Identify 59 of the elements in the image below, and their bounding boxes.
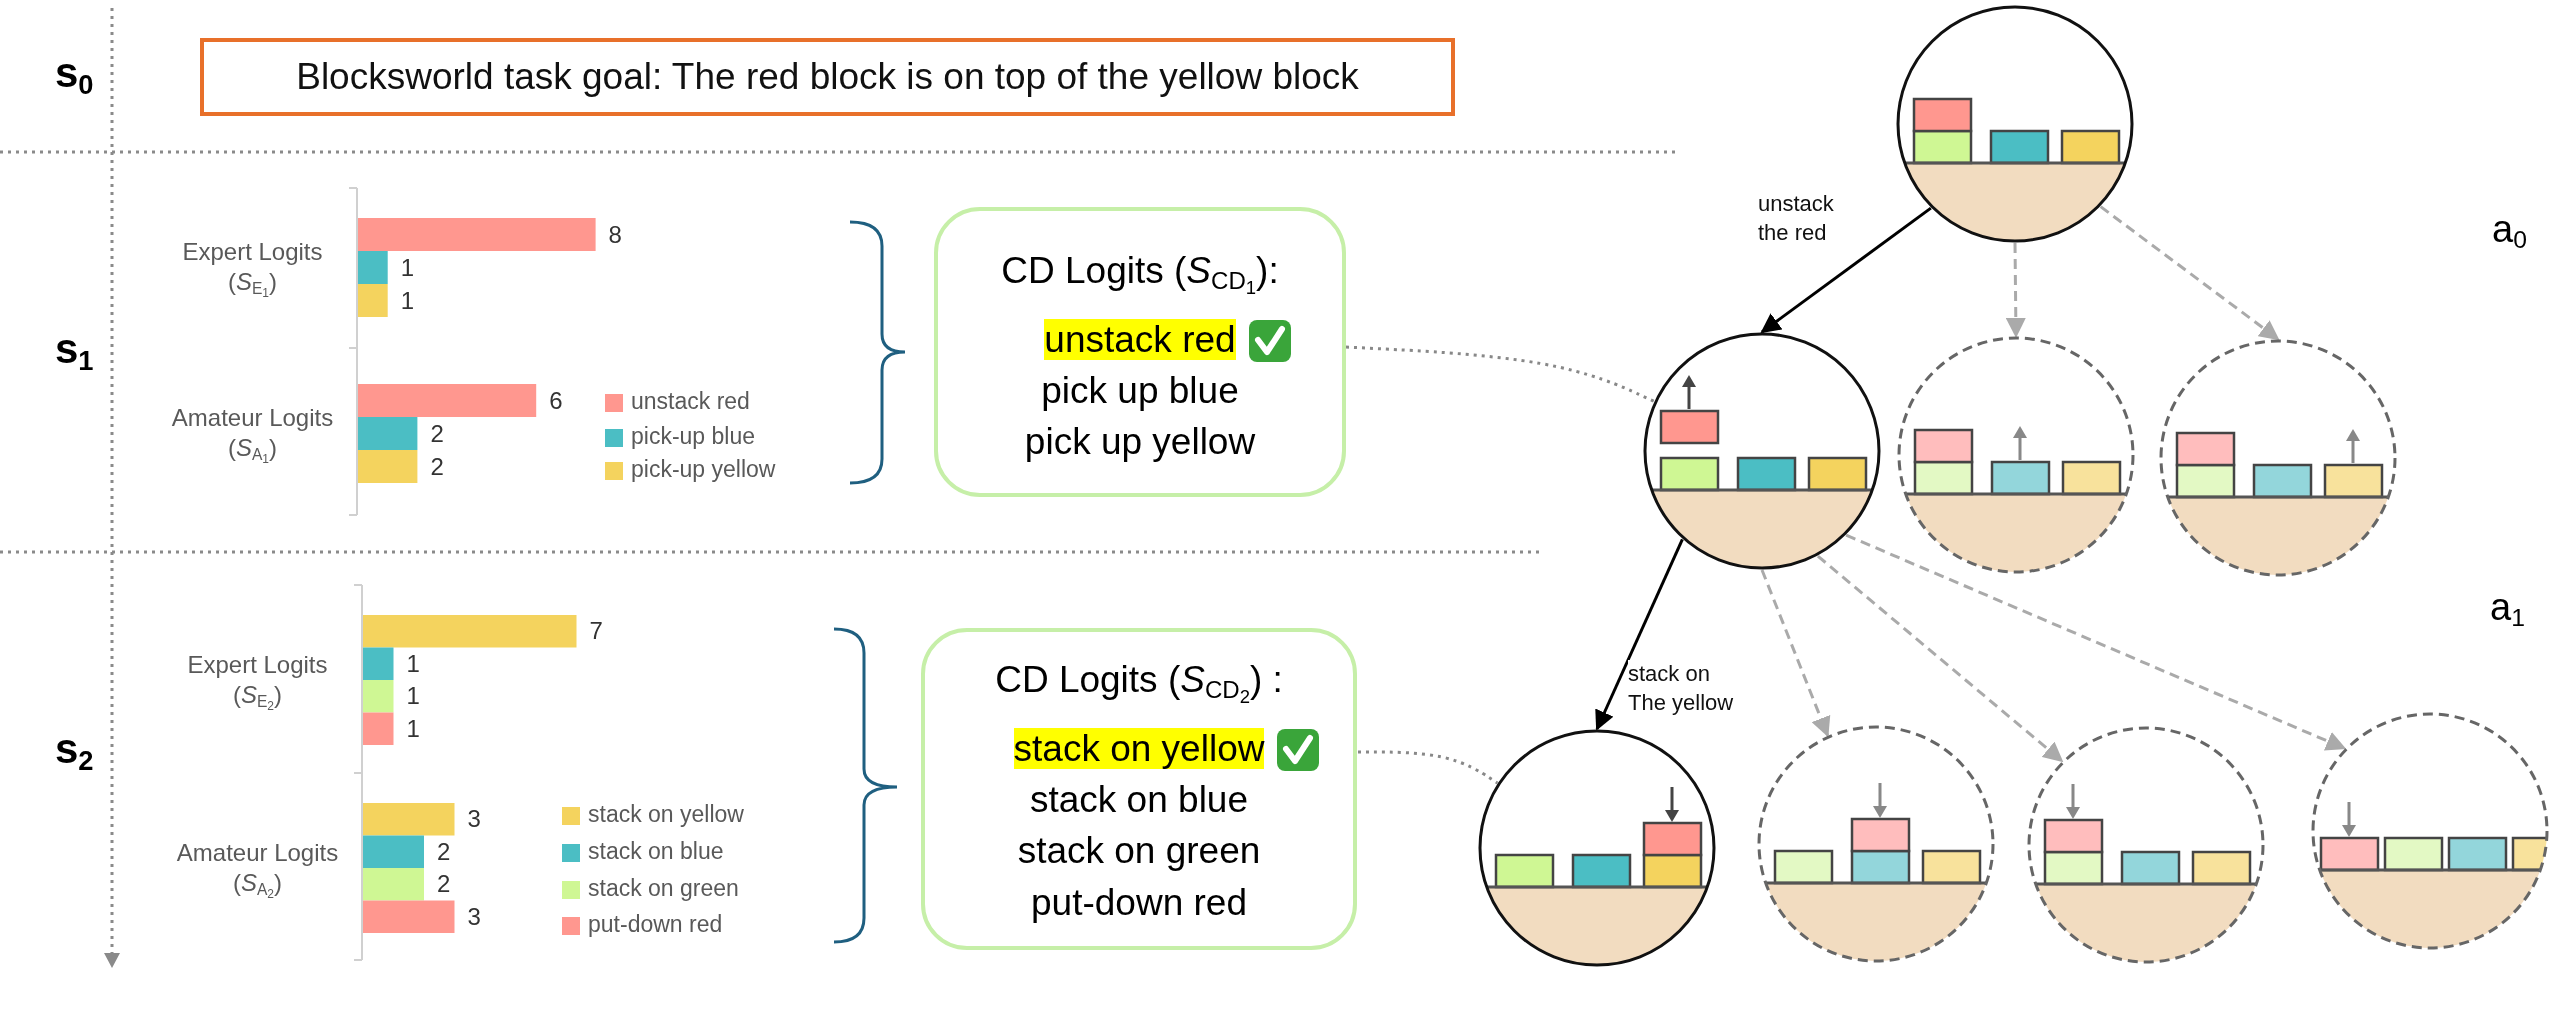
dashed-arrow bbox=[2099, 205, 2280, 341]
legend-label: stack on blue bbox=[588, 840, 724, 863]
legend-label: pick-up yellow bbox=[631, 458, 776, 481]
category-label: Expert Logits (S$_{E}$$_{1}$) bbox=[181, 237, 324, 302]
option-text: pick up yellow bbox=[1024, 420, 1256, 465]
step-label: a$_{0}$ bbox=[2492, 210, 2527, 253]
data-label: 2 bbox=[430, 454, 444, 479]
legend-label: stack on green bbox=[588, 877, 739, 900]
legend-label: put-down red bbox=[588, 913, 723, 936]
legend-label: pick-up blue bbox=[631, 425, 756, 448]
option-text: stack on blue bbox=[1030, 777, 1248, 822]
data-label: 1 bbox=[406, 651, 420, 676]
dashed-arrow bbox=[1816, 554, 2064, 763]
blocks-state-drawing bbox=[1478, 729, 1716, 967]
data-label: 3 bbox=[467, 807, 481, 832]
data-label: 6 bbox=[549, 388, 563, 413]
dashed-arrow bbox=[2005, 243, 2026, 338]
data-label: 3 bbox=[467, 904, 481, 929]
data-label: 1 bbox=[406, 684, 420, 709]
data-label: 2 bbox=[430, 421, 444, 446]
category-label: Amateur Logits (S$_{A}$$_{2}$) bbox=[175, 838, 340, 903]
legend-label: stack on yellow bbox=[588, 803, 744, 826]
arrow bbox=[1595, 538, 1684, 731]
dashed-arrow bbox=[1760, 569, 1831, 738]
data-label: 1 bbox=[406, 716, 420, 741]
dotted-connector bbox=[1358, 750, 1499, 785]
blocks-state-drawing bbox=[1757, 725, 1995, 963]
logits-card bbox=[921, 628, 1357, 950]
step-label: a$_{1}$ bbox=[2490, 588, 2525, 631]
option-text: stack on green bbox=[1017, 829, 1261, 874]
goal-box bbox=[200, 38, 1455, 116]
blocks-state-drawing bbox=[2027, 726, 2265, 964]
card-heading: CD Logits (S$_{CD}$$_{2}$) : bbox=[995, 660, 1283, 708]
goal-text: Blocksworld task goal: The red block is on top of the yellow block bbox=[296, 56, 1359, 98]
card-heading: CD Logits (S$_{CD}$$_{1}$): bbox=[1001, 251, 1279, 299]
blocks-state-drawing bbox=[2311, 712, 2549, 950]
category-label: Expert Logits (S$_{E}$$_{2}$) bbox=[186, 650, 329, 715]
step-label: s$_{1}$ bbox=[55, 328, 94, 375]
step-label: s$_{2}$ bbox=[55, 728, 94, 775]
data-label: 2 bbox=[437, 839, 451, 864]
data-label: 1 bbox=[400, 288, 415, 313]
data-label: 1 bbox=[400, 255, 415, 280]
option-text: pick up blue bbox=[1041, 368, 1239, 413]
category-label: Amateur Logits (S$_{A}$$_{1}$) bbox=[170, 403, 335, 468]
highlighted-option-text: unstack red bbox=[1044, 319, 1236, 361]
dotted-connector bbox=[1345, 345, 1655, 403]
option-text: put-down red bbox=[1031, 881, 1247, 926]
legend-label: unstack red bbox=[631, 390, 750, 413]
blocks-state-drawing bbox=[2159, 339, 2397, 577]
blocks-state-drawing bbox=[1897, 336, 2135, 574]
logits-card bbox=[934, 207, 1346, 497]
step-label: s$_{0}$ bbox=[55, 52, 94, 99]
arrow bbox=[1760, 206, 1932, 334]
blocks-state-drawing bbox=[1643, 332, 1881, 570]
data-label: 2 bbox=[437, 872, 451, 897]
data-label: 8 bbox=[608, 222, 622, 247]
dashed-arrow bbox=[1845, 533, 2347, 751]
blocks-state-drawing bbox=[1896, 5, 2134, 243]
data-label: 7 bbox=[589, 619, 603, 644]
